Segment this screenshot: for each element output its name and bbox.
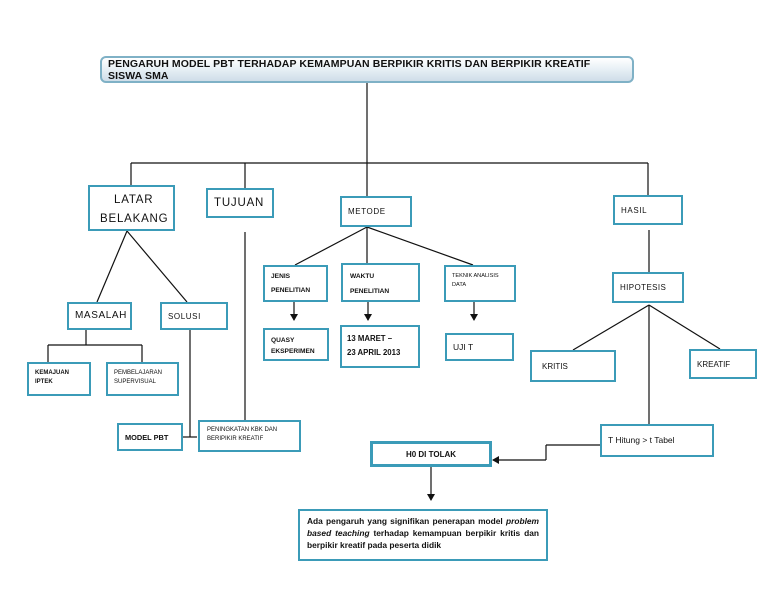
node-t-hitung: T Hitung > t Tabel (600, 424, 714, 457)
node-waktu-line2: PENELITIAN (350, 288, 390, 295)
conclusion-text-italic: problem based teaching (307, 516, 540, 538)
node-hasil: HASIL (613, 195, 683, 225)
node-metode: METODE (340, 196, 412, 227)
node-kemajuan-line1: KEMAJUAN (35, 370, 70, 376)
node-latar-belakang-line2: BELAKANG (100, 213, 169, 225)
node-quasy-eksperimen: QUASY EKSPERIMEN (263, 328, 329, 361)
node-teknik-line2: DATA (452, 282, 467, 288)
node-solusi: SOLUSI (160, 302, 228, 330)
node-peningkatan-line2: BERIPIKIR KREATIF (207, 436, 264, 442)
node-jenis-penelitian: JENIS PENELITIAN (263, 265, 328, 302)
node-kreatif: KREATIF (689, 349, 757, 379)
node-peningkatan-line1: PENINGKATAN KBK DAN (207, 427, 278, 433)
node-uji-t: UJI T (445, 333, 514, 361)
node-teknik-analisis: TEKNIK ANALISIS DATA (444, 265, 516, 302)
diagram-title: PENGARUH MODEL PBT TERHADAP KEMAMPUAN BE… (100, 56, 634, 83)
node-waktu-penelitian: WAKTU PENELITIAN (341, 263, 420, 302)
node-h0-ditolak: H0 DI TOLAK (370, 441, 492, 467)
conclusion-box: Ada pengaruh yang signifikan penerapan m… (298, 509, 548, 561)
node-jenis-line1: JENIS (271, 273, 291, 280)
node-pembelajaran-line1: PEMBELAJARAN (114, 370, 163, 376)
node-pembelajaran-supervisual: PEMBELAJARAN SUPERVISUAL (106, 362, 179, 396)
conclusion-text-part1: Ada pengaruh yang signifikan penerapan m… (307, 516, 503, 526)
node-quasy-line2: EKSPERIMEN (271, 348, 315, 355)
node-hipotesis: HIPOTESIS (612, 272, 684, 303)
node-peningkatan: PENINGKATAN KBK DAN BERIPIKIR KREATIF (198, 420, 301, 452)
node-tanggal-line2: 23 APRIL 2013 (347, 348, 401, 357)
node-kemajuan-line2: IPTEK (35, 379, 53, 385)
node-waktu-line1: WAKTU (350, 273, 375, 280)
conclusion-text-part2: terhadap kemampuan berpikir kritis dan b… (307, 528, 540, 550)
node-tujuan: TUJUAN (206, 188, 274, 218)
node-tanggal-line1: 13 MARET – (347, 334, 393, 343)
node-kritis: KRITIS (530, 350, 616, 382)
node-pembelajaran-line2: SUPERVISUAL (114, 379, 156, 385)
node-latar-belakang-line1: LATAR (114, 194, 154, 206)
node-latar-belakang: LATAR BELAKANG (88, 185, 175, 231)
node-tanggal-penelitian: 13 MARET – 23 APRIL 2013 (340, 325, 420, 368)
node-kemajuan-iptek: KEMAJUAN IPTEK (27, 362, 91, 396)
node-model-pbt: MODEL PBT (117, 423, 183, 451)
node-masalah: MASALAH (67, 302, 132, 330)
node-jenis-line2: PENELITIAN (271, 287, 311, 294)
node-teknik-line1: TEKNIK ANALISIS (452, 273, 499, 279)
node-quasy-line1: QUASY (271, 337, 295, 344)
